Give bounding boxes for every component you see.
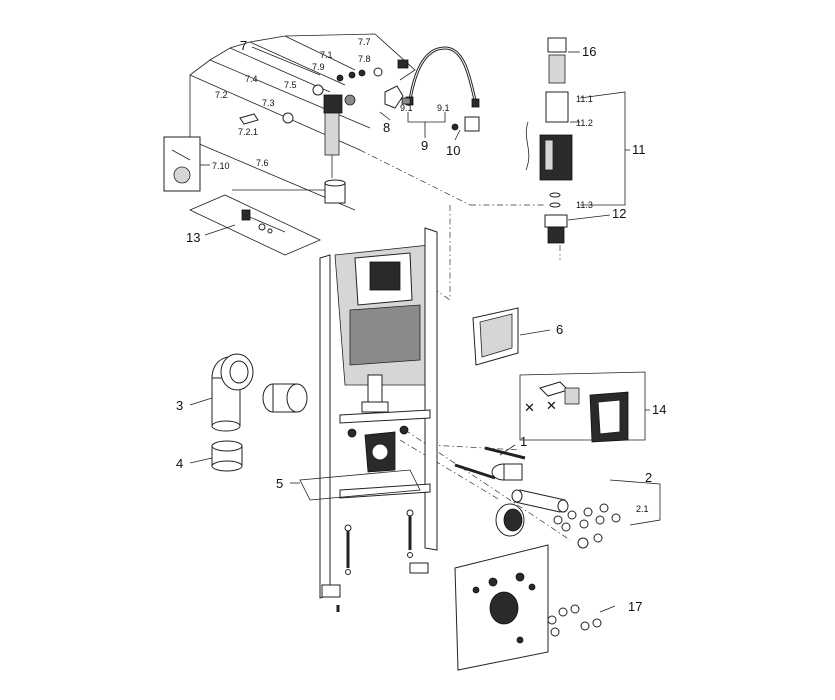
flush-bend-1 bbox=[454, 446, 526, 481]
group-13-parts bbox=[189, 194, 321, 256]
label-5: 5 bbox=[276, 476, 283, 491]
label-7-2: 7.2 bbox=[215, 90, 228, 100]
group-7-parts-tray bbox=[189, 33, 416, 211]
label-11: 11 bbox=[632, 142, 646, 157]
label-7-2-1: 7.2.1 bbox=[238, 127, 258, 137]
filter-cartridge bbox=[324, 179, 346, 204]
label-2-1: 2.1 bbox=[636, 504, 649, 514]
label-7-6: 7.6 bbox=[256, 158, 269, 168]
label-9-1-a: 9.1 bbox=[400, 103, 413, 113]
small-fittings bbox=[239, 59, 409, 125]
label-14: 14 bbox=[652, 402, 666, 417]
label-11-3: 11.3 bbox=[576, 200, 593, 210]
sound-insulation-panel-17 bbox=[454, 544, 616, 671]
label-7: 7 bbox=[240, 38, 247, 53]
label-4: 4 bbox=[176, 456, 183, 471]
label-1: 1 bbox=[520, 434, 527, 449]
flush-valve-assembly bbox=[525, 37, 630, 244]
label-17: 17 bbox=[628, 599, 642, 614]
label-7-9: 7.9 bbox=[312, 62, 325, 72]
supply-hose bbox=[405, 46, 480, 108]
label-7-5: 7.5 bbox=[284, 80, 297, 90]
leader-lines bbox=[189, 46, 650, 484]
label-11-2: 11.2 bbox=[576, 118, 593, 128]
anchor-bolts bbox=[336, 509, 414, 612]
drain-pipe-2 bbox=[495, 489, 569, 537]
pipe-coupling-4 bbox=[211, 440, 243, 472]
label-3: 3 bbox=[176, 398, 183, 413]
label-7-10: 7.10 bbox=[212, 161, 230, 171]
label-12: 12 bbox=[612, 206, 626, 221]
label-11-1: 11.1 bbox=[576, 94, 593, 104]
label-13: 13 bbox=[186, 230, 200, 245]
label-7-8: 7.8 bbox=[358, 54, 371, 64]
fill-valve bbox=[323, 94, 356, 178]
group-14-kit: ✕ ✕ bbox=[519, 371, 646, 443]
label-7-4: 7.4 bbox=[245, 74, 258, 84]
label-16: 16 bbox=[582, 44, 596, 59]
label-2: 2 bbox=[645, 470, 652, 485]
label-7-7: 7.7 bbox=[358, 37, 371, 47]
label-7-1: 7.1 bbox=[320, 50, 333, 60]
label-8: 8 bbox=[383, 120, 390, 135]
label-6: 6 bbox=[556, 322, 563, 337]
label-9-1-b: 9.1 bbox=[437, 103, 450, 113]
pipe-sleeve bbox=[262, 383, 308, 413]
label-10: 10 bbox=[446, 143, 460, 158]
service-box bbox=[472, 307, 519, 366]
label-7-3: 7.3 bbox=[262, 98, 275, 108]
fixing-kit-2-1 bbox=[553, 479, 661, 549]
connector-10 bbox=[451, 116, 480, 132]
drain-elbow bbox=[211, 353, 254, 432]
small-parts-bag bbox=[163, 136, 201, 192]
callout-labels: 7 7.7 7.1 7.8 7.9 7.4 7.5 7.2 7.3 7.2.1 … bbox=[176, 37, 666, 614]
label-9: 9 bbox=[421, 138, 428, 153]
svg-text:✕: ✕ bbox=[524, 400, 535, 415]
angle-valve bbox=[384, 85, 411, 109]
installation-frame bbox=[319, 227, 438, 599]
svg-text:✕: ✕ bbox=[546, 398, 557, 413]
wall-bracket-5 bbox=[299, 469, 421, 501]
